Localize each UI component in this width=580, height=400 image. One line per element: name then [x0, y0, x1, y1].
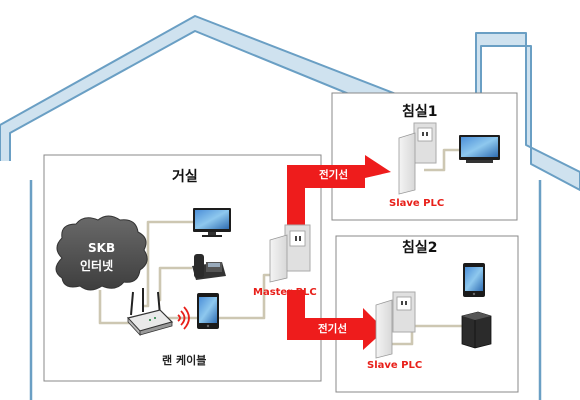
cloud-icon	[55, 215, 148, 291]
tv-icon	[459, 135, 500, 163]
master-plc-label: Master PLC	[253, 287, 317, 298]
cable-slave1-tv	[424, 148, 460, 172]
house-outline	[0, 15, 580, 191]
wifi-icon	[177, 306, 190, 330]
tablet-icon	[463, 263, 485, 297]
pc-icon	[461, 311, 492, 349]
cable-slave2-pc	[392, 324, 462, 346]
arrow-bottom-label: 전기선	[318, 323, 347, 335]
bedroom1-title: 침실1	[402, 104, 438, 120]
living-room-title: 거실	[172, 169, 198, 185]
monitor-icon	[193, 208, 231, 237]
bedroom2-plc-label: Slave PLC	[367, 360, 423, 371]
arrow-top-label: 전기선	[319, 169, 348, 181]
bedroom2-title: 침실2	[402, 240, 438, 256]
router-icon	[126, 288, 174, 337]
arrow-to-bedroom2	[287, 290, 385, 350]
cable-cloud-router	[98, 290, 132, 325]
plc-adapter-icon	[269, 234, 288, 283]
wall-outlet-icon	[392, 291, 416, 333]
bedroom1-plc-label: Slave PLC	[389, 198, 445, 209]
lan-cable-label: 랜 케이블	[162, 354, 207, 367]
wall-outlet-icon	[284, 224, 311, 272]
cable-router-monitor	[142, 220, 196, 308]
wall-outlet-icon	[413, 122, 437, 164]
arrow-to-bedroom1	[287, 155, 391, 230]
cloud-line1: SKB	[88, 241, 116, 255]
phone-icon	[192, 254, 226, 280]
plc-adapter-icon	[398, 132, 416, 195]
plc-adapter-icon	[375, 299, 393, 359]
tablet-icon	[197, 293, 219, 329]
cloud-line2: 인터넷	[80, 259, 114, 273]
